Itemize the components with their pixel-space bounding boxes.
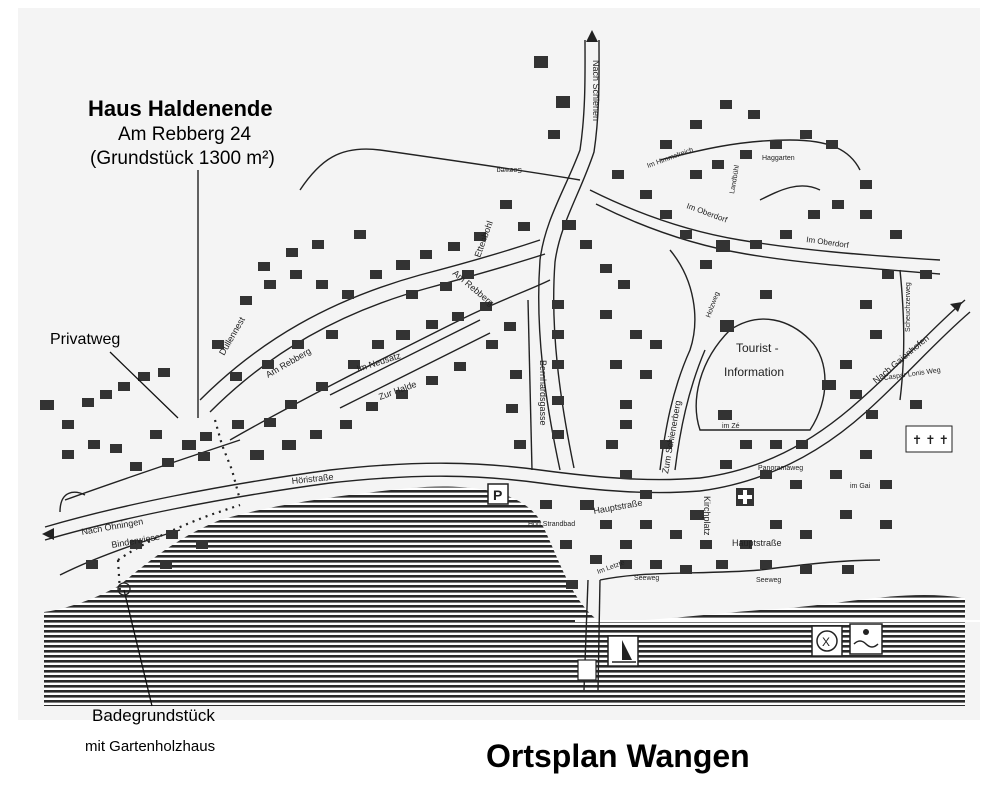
label-hoeristrasse: Höristraße (291, 472, 334, 486)
label-haggarten: Haggarten (762, 155, 795, 162)
gartenholzhaus-label: mit Gartenholzhaus (85, 738, 216, 755)
label-nach-schienen: Nach Schienen (591, 60, 601, 121)
map-title: Ortsplan Wangen (486, 738, 750, 774)
house-title: Haus Haldenende (88, 96, 273, 121)
lake (44, 486, 965, 706)
privatweg-label: Privatweg (50, 331, 121, 348)
svg-text:X: X (822, 635, 830, 649)
label-seeweg-top: Seeweg (497, 166, 522, 173)
label-kirchplatz: Kirchplatz (702, 496, 712, 536)
label-hoeri-strandbad: Höri Strandbad (528, 521, 575, 528)
parking-label: P (493, 487, 502, 503)
label-panoramaweg: Panoramaweg (758, 465, 803, 472)
tourist-info-line1: Tourist - (736, 341, 779, 355)
label-im-ze: im Zé (722, 423, 740, 430)
label-scheuchzerweg: Scheuchzerweg (905, 282, 912, 332)
swimming-icon (849, 623, 883, 655)
svg-text:✝ ✝ ✝: ✝ ✝ ✝ (912, 433, 949, 447)
label-landbuehl: Landbühl (729, 164, 741, 194)
label-hauptstrasse-right: Hauptstraße (732, 538, 782, 548)
label-seeweg-left: Seeweg (634, 575, 659, 582)
label-seeweg-right: Seeweg (756, 577, 781, 584)
label-im-gai: im Gai (850, 483, 871, 490)
badegrundstueck-label: Badegrundstück (92, 706, 215, 725)
label-bernhardsgasse: Bernhardsgasse (538, 360, 548, 426)
tourist-info-line2: Information (724, 365, 784, 379)
house-plot-size: (Grundstück 1300 m²) (90, 148, 275, 169)
house-address: Am Rebberg 24 (118, 124, 252, 145)
